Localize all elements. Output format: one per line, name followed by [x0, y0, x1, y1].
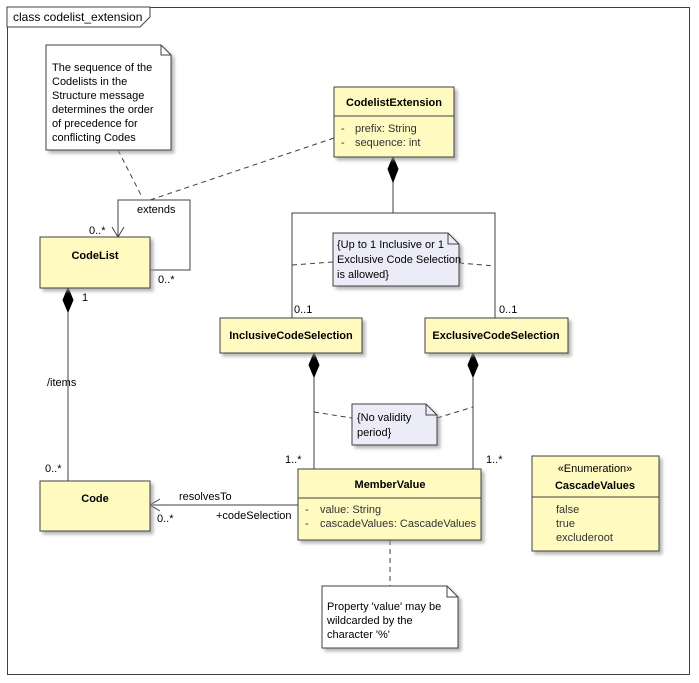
frame-title: class codelist_extension — [13, 10, 142, 24]
label-code-selection-mult: 0..* — [157, 513, 174, 525]
note-selection-line-3: is allowed} — [337, 269, 389, 281]
note-selection-line-1: {Up to 1 Inclusive or 1 — [337, 239, 444, 251]
class-code[interactable]: Code — [39, 480, 151, 532]
note-validity-line-1: {No validity — [357, 412, 412, 424]
label-code-many-mult: 0..* — [45, 463, 62, 475]
class-exclusive-code-selection[interactable]: ExclusiveCodeSelection — [424, 317, 569, 354]
enum-literal-excluderoot: excluderoot — [556, 532, 613, 544]
note-sequence-line-5: of precedence for — [52, 118, 138, 130]
selection-constraint-link-right — [458, 262, 496, 267]
validity-constraint-link-left — [313, 411, 353, 419]
label-inclusive-mult: 0..1 — [294, 304, 312, 316]
validity-constraint-link-right — [436, 406, 474, 419]
class-inclusive-name: InclusiveCodeSelection — [229, 330, 353, 342]
label-extends: extends — [137, 204, 176, 216]
class-codelist[interactable]: CodeList — [39, 236, 151, 289]
note-sequence-line-6: conflicting Codes — [52, 132, 136, 144]
note-wildcard-line-3: character '%' — [327, 629, 390, 641]
class-codelist-extension-name: CodelistExtension — [346, 97, 442, 109]
class-codelist-name: CodeList — [71, 250, 118, 262]
frame-title-tab: class codelist_extension — [6, 6, 151, 28]
attr-value: value: String — [320, 504, 381, 516]
class-code-name: Code — [81, 493, 109, 505]
note-sequence-line-3: Structure message — [52, 90, 144, 102]
attr-bullet: - — [305, 518, 309, 530]
selection-constraint-link-left — [291, 261, 334, 266]
attr-bullet: - — [341, 123, 345, 135]
codelist-self-association[interactable] — [117, 199, 191, 271]
note-validity-constraint[interactable]: {No validity period} — [351, 403, 438, 446]
attr-bullet: - — [341, 137, 345, 149]
diagram-frame — [7, 7, 690, 675]
note-sequence-line-2: Codelists in the — [52, 76, 127, 88]
note-validity-line-2: period} — [357, 427, 392, 439]
note-sequence-line-4: determines the order — [52, 104, 154, 116]
note-sequence[interactable]: The sequence of the Codelists in the Str… — [45, 44, 172, 151]
composition-diamond-extension — [387, 155, 399, 184]
note-wildcard-line-2: wildcarded by the — [326, 615, 413, 627]
label-codelist-self-bottom-mult: 0..* — [158, 274, 175, 286]
label-resolves-to: resolvesTo — [179, 491, 232, 503]
enum-cascade-values[interactable]: «Enumeration» CascadeValues false true e… — [531, 455, 660, 552]
composition-diamond-exclusive — [467, 351, 479, 379]
class-member-value-name: MemberValue — [355, 479, 426, 491]
note-sequence-line-1: The sequence of the — [52, 62, 152, 74]
class-codelist-extension[interactable]: CodelistExtension - prefix: String - seq… — [333, 86, 455, 158]
label-member-right-mult: 1..* — [486, 454, 503, 466]
label-codelist-one-mult: 1 — [82, 292, 88, 304]
class-inclusive-code-selection[interactable]: InclusiveCodeSelection — [219, 317, 363, 354]
label-exclusive-mult: 0..1 — [499, 304, 517, 316]
enum-literal-true: true — [556, 518, 575, 530]
sequence-note-link — [117, 149, 143, 198]
note-wildcard-line-1: Property 'value' may be — [327, 601, 441, 613]
composition-diamond-inclusive — [308, 351, 320, 379]
composition-diamond-codelist — [62, 286, 74, 314]
attr-cascade-values: cascadeValues: CascadeValues — [320, 518, 477, 530]
class-exclusive-name: ExclusiveCodeSelection — [432, 330, 559, 342]
class-member-value[interactable]: MemberValue - value: String - cascadeVal… — [297, 468, 482, 541]
note-selection-constraint[interactable]: {Up to 1 Inclusive or 1 Exclusive Code S… — [332, 232, 461, 287]
composition-extension-to-exclusive[interactable] — [393, 212, 496, 318]
attr-sequence: sequence: int — [355, 137, 420, 149]
attr-bullet: - — [305, 504, 309, 516]
label-code-selection-role: +codeSelection — [216, 510, 292, 522]
label-member-left-mult: 1..* — [285, 454, 302, 466]
label-codelist-self-top-mult: 0..* — [89, 225, 106, 237]
label-items-role: /items — [47, 377, 77, 389]
note-selection-line-2: Exclusive Code Selection — [337, 254, 461, 266]
extends-dependency[interactable] — [149, 137, 335, 201]
note-wildcard[interactable]: Property 'value' may be wildcarded by th… — [321, 585, 459, 649]
composition-extension-to-inclusive[interactable] — [291, 212, 393, 318]
enum-stereotype: «Enumeration» — [558, 463, 633, 475]
enum-cascade-values-name: CascadeValues — [555, 480, 635, 492]
attr-prefix: prefix: String — [355, 123, 417, 135]
enum-literal-false: false — [556, 504, 579, 516]
